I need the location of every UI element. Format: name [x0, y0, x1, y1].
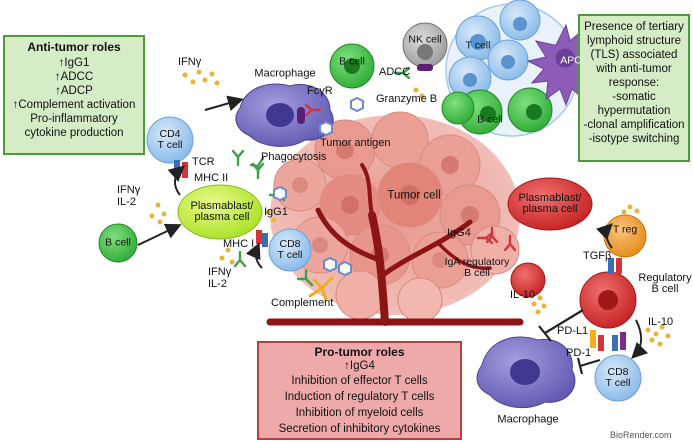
inhibition-lines [538, 309, 601, 375]
pro-tumor-line: Secretion of inhibitory cytokines [278, 423, 441, 435]
tcr-label: TCR [192, 156, 215, 168]
tls-line: -somatic [612, 91, 656, 103]
anti-tumor-line: cytokine production [24, 127, 124, 139]
igg4-label: IgG4 [447, 227, 471, 239]
ifng-il2-lower-label: IFNγ IL-2 [208, 266, 232, 290]
complement-protein [308, 276, 334, 302]
tls-apc-label: APC [560, 54, 582, 67]
tls-line: -isotype switching [588, 133, 680, 145]
phagocytosis-label: Phagocytosis [261, 151, 327, 163]
cytokine-dots [149, 69, 671, 347]
b-cell-left-label: B cell [105, 236, 131, 249]
cd8-t-cell-left [268, 228, 312, 272]
blood-vessel [266, 163, 524, 326]
pro-tumor-line: ↑IgG4 [344, 360, 375, 372]
credit-label: BioRender.com [610, 430, 672, 440]
tls-line: with anti-tumor [596, 63, 672, 75]
tls-description-box: Presence of tertiary lymphoid structure … [578, 14, 690, 162]
anti-tumor-line: ↑Complement activation [12, 99, 136, 111]
cd8-t-cell-left-label: CD8 T cell [277, 238, 303, 261]
iga-regulatory-b-cell-label: IgA regulatory B cell [444, 256, 510, 279]
pro-tumor-line: Induction of regulatory T cells [284, 391, 435, 403]
tumor-cell-label: Tumor cell [387, 189, 441, 202]
nk-cell [402, 22, 448, 71]
tls-b-cell-label: B cell [477, 113, 503, 126]
t-reg-label: T reg [612, 223, 638, 236]
anti-tumor-roles-box: Anti-tumor roles ↑IgG1 ↑ADCC ↑ADCP ↑Comp… [3, 35, 145, 155]
arrows [137, 95, 649, 359]
plasmablast-right [507, 177, 593, 231]
plasmablast-right-label: Plasmablast/ plasma cell [518, 192, 582, 215]
tls-line: -clonal amplification [583, 119, 685, 131]
pro-tumor-line: Inhibition of myeloid cells [295, 407, 424, 419]
mhc-ii-label: MHC II [194, 172, 229, 184]
nk-cell-label: NK cell [408, 33, 442, 46]
regulatory-b-cell [579, 271, 637, 329]
cd4-t-cell [146, 116, 194, 164]
tls-line: lymphoid structure [587, 35, 681, 47]
macrophage-bottom [476, 336, 576, 409]
pd-l1-label: PD-L1 [557, 325, 589, 337]
b-cell-top [329, 43, 375, 89]
tls-line: response: [608, 77, 660, 89]
pro-tumor-line: Inhibition of effector T cells [291, 375, 428, 387]
plasmablast-left-label: Plasmablast/ plasma cell [190, 200, 254, 223]
tls-t-cell-label: T cell [465, 39, 491, 52]
pro-tumor-roles-box: Pro-tumor roles ↑IgG4 Inhibition of effe… [257, 341, 462, 440]
tumor-antigen-hexagons [273, 96, 364, 277]
tumor-mass [270, 111, 520, 323]
tls-cluster [441, 0, 579, 137]
ifng-il2-upper-label: IFNγ IL-2 [117, 184, 141, 208]
anti-tumor-line: ↑ADCC [54, 71, 94, 83]
cd8-t-cell-right-label: CD8 T cell [605, 366, 631, 389]
tls-line: Presence of tertiary [584, 21, 684, 33]
tls-line: hypermutation [597, 105, 671, 117]
b-cell-left [98, 223, 138, 263]
anti-tumor-line: ↑ADCP [55, 85, 93, 97]
granzyme-b-label: Granzyme B [376, 93, 438, 105]
iga-regulatory-b-cell [510, 262, 546, 298]
ifng-top-label: IFNγ [178, 56, 202, 68]
plasmablast-left [177, 184, 263, 240]
cd8-t-cell-right [594, 354, 642, 402]
pd-1-label: PD-1 [566, 347, 592, 359]
anti-tumor-title: Anti-tumor roles [27, 40, 121, 54]
pro-tumor-title: Pro-tumor roles [314, 345, 405, 359]
tumor-antigen-label: Tumor antigen [320, 137, 391, 149]
mhc-i-label: MHC I [223, 238, 255, 250]
regulatory-b-cell-label: Regulatory B cell [638, 272, 692, 295]
macrophage-bottom-label: Macrophage [497, 413, 559, 426]
complement-label: Complement [271, 297, 334, 309]
cd4-t-cell-label: CD4 T cell [157, 128, 183, 151]
adcc-label: ADCC [379, 66, 411, 78]
b-cell-top-label: B cell [339, 55, 365, 68]
igg1-label: IgG1 [264, 206, 288, 218]
il10-right-label: IL-10 [648, 316, 674, 328]
anti-tumor-line: Pro-inflammatory [30, 113, 118, 125]
tgfb-label: TGFβ [583, 250, 612, 262]
il10-left-label: IL-10 [510, 289, 536, 301]
macrophage-top-label: Macrophage [254, 67, 316, 80]
anti-tumor-line: ↑IgG1 [58, 57, 90, 69]
tls-line: (TLS) associated [590, 49, 678, 61]
fcgr-label: FcγR [307, 85, 333, 97]
